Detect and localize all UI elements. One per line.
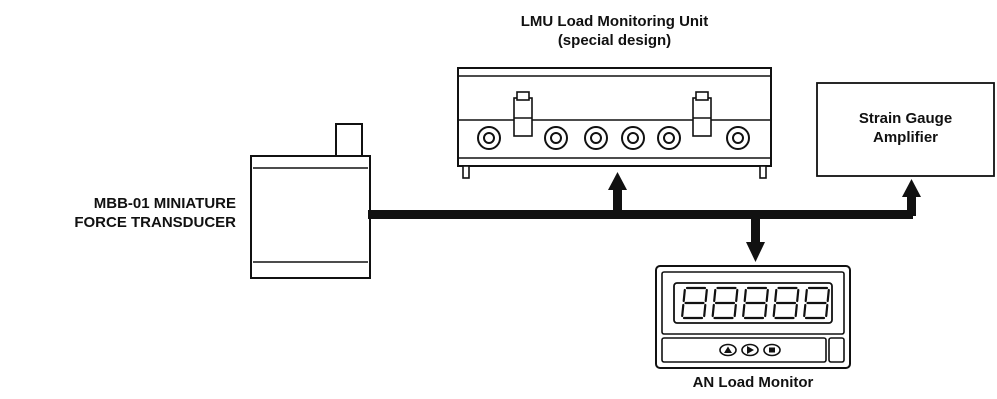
display-digit xyxy=(711,286,739,320)
gland-icon xyxy=(477,126,501,150)
cable-to-amplifier xyxy=(907,194,916,216)
lmu-hinge-left xyxy=(513,91,533,137)
display-segment xyxy=(825,303,829,318)
display-segment xyxy=(681,303,685,318)
transducer-label: MBB-01 MINIATURE FORCE TRANSDUCER xyxy=(20,194,236,232)
main-cable xyxy=(368,210,913,219)
display-segment xyxy=(804,288,808,303)
gland-icon xyxy=(550,132,562,144)
arrow-up-lmu-icon xyxy=(608,172,627,190)
display-segment xyxy=(764,303,768,318)
display-segment xyxy=(711,303,715,318)
an-side-tab xyxy=(828,337,845,363)
cable-bus xyxy=(368,172,921,262)
display-segment xyxy=(704,288,708,303)
lmu-foot-left xyxy=(462,165,470,179)
amplifier-box xyxy=(816,82,995,177)
display-segment xyxy=(796,288,800,303)
gland-icon xyxy=(584,126,608,150)
right-arrow-icon xyxy=(741,343,759,357)
transducer-label-line2: FORCE TRANSDUCER xyxy=(74,214,236,231)
gland-icon xyxy=(621,126,645,150)
transducer-body xyxy=(250,155,371,279)
display-segment xyxy=(733,303,737,318)
display-digit xyxy=(803,286,830,320)
display-segment xyxy=(713,288,717,303)
arrow-down-an-icon xyxy=(746,242,765,262)
display-segment xyxy=(794,303,798,318)
gland-icon xyxy=(663,132,675,144)
display-digit xyxy=(681,286,708,320)
lmu-enclosure xyxy=(457,67,772,167)
display-segment xyxy=(765,288,769,303)
an-display-value: 88888 xyxy=(664,288,832,302)
stop-square-icon xyxy=(763,343,781,357)
gland-icon xyxy=(544,126,568,150)
amplifier-label: Strain Gauge Amplifier xyxy=(817,109,994,147)
display-segment xyxy=(742,303,746,318)
display-segment xyxy=(803,303,807,318)
amplifier-label-line2: Amplifier xyxy=(872,129,938,146)
gland-icon xyxy=(590,132,602,144)
display-segment xyxy=(735,288,739,303)
an-seven-segment-display xyxy=(681,286,830,320)
display-digit xyxy=(742,286,769,320)
cable-to-lmu xyxy=(613,186,622,214)
force-transducer xyxy=(250,123,371,279)
display-segment xyxy=(826,288,830,303)
display-segment xyxy=(743,288,747,303)
lmu-hinge-right xyxy=(692,91,712,137)
gland-icon xyxy=(732,132,744,144)
cable-to-an-monitor xyxy=(751,214,760,246)
up-arrow-icon xyxy=(719,343,737,357)
transducer-stem xyxy=(335,123,363,159)
arrow-up-amplifier-icon xyxy=(902,179,921,197)
transducer-label-line1: MBB-01 MINIATURE xyxy=(93,195,236,212)
gland-icon xyxy=(627,132,639,144)
lmu-foot-right xyxy=(759,165,767,179)
display-segment xyxy=(703,303,707,318)
display-segment xyxy=(774,288,778,303)
amplifier-label-line1: Strain Gauge xyxy=(858,110,953,127)
lmu-title-line1: LMU Load Monitoring Unit xyxy=(520,13,709,30)
lmu-title: LMU Load Monitoring Unit (special design… xyxy=(458,12,771,50)
gland-icon xyxy=(726,126,750,150)
gland-icon xyxy=(483,132,495,144)
an-monitor-label: AN Load Monitor xyxy=(692,374,814,391)
gland-icon xyxy=(657,126,681,150)
lmu-glands xyxy=(477,126,750,150)
display-digit xyxy=(772,286,800,320)
display-segment xyxy=(772,303,776,318)
display-segment xyxy=(682,288,686,303)
lmu-title-line2: (special design) xyxy=(557,32,672,49)
lmu-unit xyxy=(457,67,772,179)
